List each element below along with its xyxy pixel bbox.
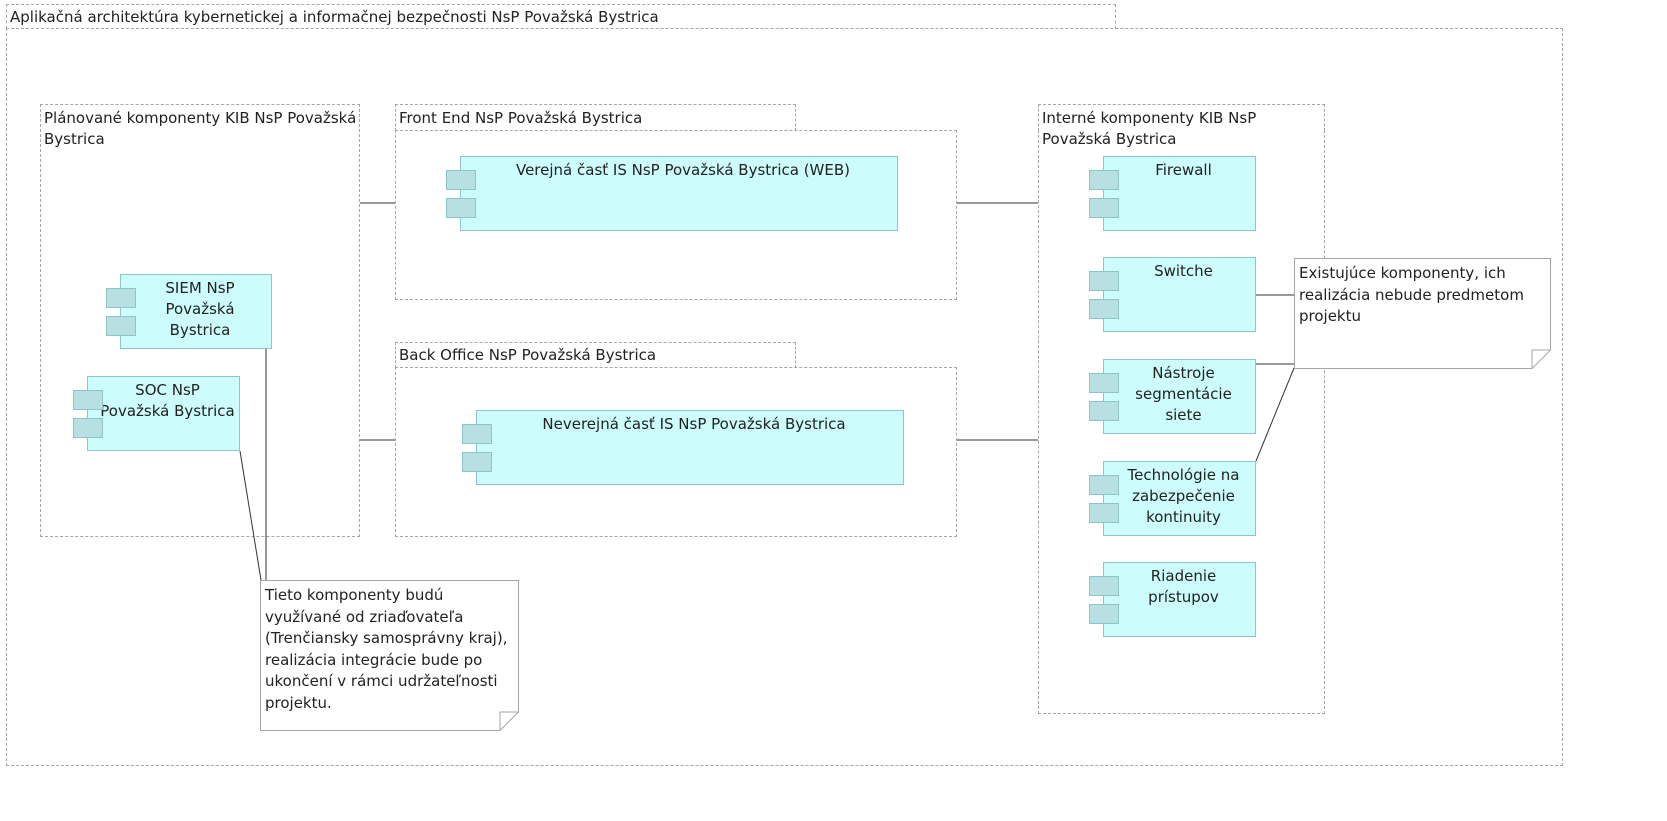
- component-access-label: Riadenie prístupov: [1148, 567, 1219, 606]
- component-switche[interactable]: Switche: [1103, 257, 1256, 332]
- diagram-title: Aplikačná architektúra kybernetickej a i…: [10, 8, 659, 26]
- component-siem-tab-bottom: [106, 316, 136, 336]
- component-firewall-label: Firewall: [1155, 161, 1212, 179]
- group-back-office: [395, 367, 957, 537]
- group-front-end: [395, 130, 957, 300]
- outer-container: [6, 28, 1563, 766]
- note-existing: Existujúce komponenty, ich realizácia ne…: [1294, 258, 1551, 369]
- group-internal: [1038, 130, 1325, 714]
- component-continuity[interactable]: Technológie na zabezpečenie kontinuity: [1103, 461, 1256, 536]
- component-siem[interactable]: SIEM NsP Považská Bystrica: [120, 274, 272, 349]
- group-back-office-tab: [395, 342, 796, 368]
- component-continuity-label: Technológie na zabezpečenie kontinuity: [1127, 466, 1240, 526]
- component-firewall[interactable]: Firewall: [1103, 156, 1256, 231]
- group-internal-label: Interné komponenty KIB NsP Považská Byst…: [1042, 109, 1257, 148]
- component-continuity-tab-top: [1089, 475, 1119, 495]
- component-siem-tab-top: [106, 288, 136, 308]
- component-soc-label: SOC NsP Považská Bystrica: [100, 381, 235, 420]
- component-segmentation[interactable]: Nástroje segmentácie siete: [1103, 359, 1256, 434]
- group-back-office-label: Back Office NsP Považská Bystrica: [399, 346, 657, 364]
- note-existing-text: Existujúce komponenty, ich realizácia ne…: [1299, 264, 1524, 325]
- component-switche-tab-bottom: [1089, 299, 1119, 319]
- component-segmentation-tab-top: [1089, 373, 1119, 393]
- note-founder-text: Tieto komponenty budú využívané od zriaď…: [265, 586, 508, 712]
- component-internal-is-label: Neverejná časť IS NsP Považská Bystrica: [542, 415, 846, 433]
- group-front-end-label: Front End NsP Považská Bystrica: [399, 109, 643, 127]
- note-founder: Tieto komponenty budú využívané od zriaď…: [260, 580, 519, 731]
- component-switche-label: Switche: [1154, 262, 1213, 280]
- component-access-tab-top: [1089, 576, 1119, 596]
- component-segmentation-label: Nástroje segmentácie siete: [1135, 364, 1232, 424]
- group-planned-label: Plánované komponenty KIB NsP Považská By…: [44, 109, 357, 148]
- component-internal-is-tab-top: [462, 424, 492, 444]
- component-firewall-tab-top: [1089, 170, 1119, 190]
- component-access[interactable]: Riadenie prístupov: [1103, 562, 1256, 637]
- component-soc[interactable]: SOC NsP Považská Bystrica: [87, 376, 240, 451]
- group-internal-tab: [1038, 104, 1325, 131]
- component-soc-tab-top: [73, 390, 103, 410]
- component-web[interactable]: Verejná časť IS NsP Považská Bystrica (W…: [460, 156, 898, 231]
- group-planned: [40, 104, 360, 537]
- note-existing-frame: [1294, 258, 1551, 369]
- component-internal-is-tab-bottom: [462, 452, 492, 472]
- note-founder-frame: [260, 580, 519, 731]
- component-web-tab-bottom: [446, 198, 476, 218]
- component-firewall-tab-bottom: [1089, 198, 1119, 218]
- component-access-tab-bottom: [1089, 604, 1119, 624]
- component-siem-label: SIEM NsP Považská Bystrica: [165, 279, 235, 339]
- component-internal-is[interactable]: Neverejná časť IS NsP Považská Bystrica: [476, 410, 904, 485]
- component-web-tab-top: [446, 170, 476, 190]
- outer-title-tab: [6, 4, 1116, 29]
- component-segmentation-tab-bottom: [1089, 401, 1119, 421]
- group-front-end-tab: [395, 104, 796, 131]
- component-web-label: Verejná časť IS NsP Považská Bystrica (W…: [515, 161, 851, 179]
- component-soc-tab-bottom: [73, 418, 103, 438]
- component-continuity-tab-bottom: [1089, 503, 1119, 523]
- component-switche-tab-top: [1089, 271, 1119, 291]
